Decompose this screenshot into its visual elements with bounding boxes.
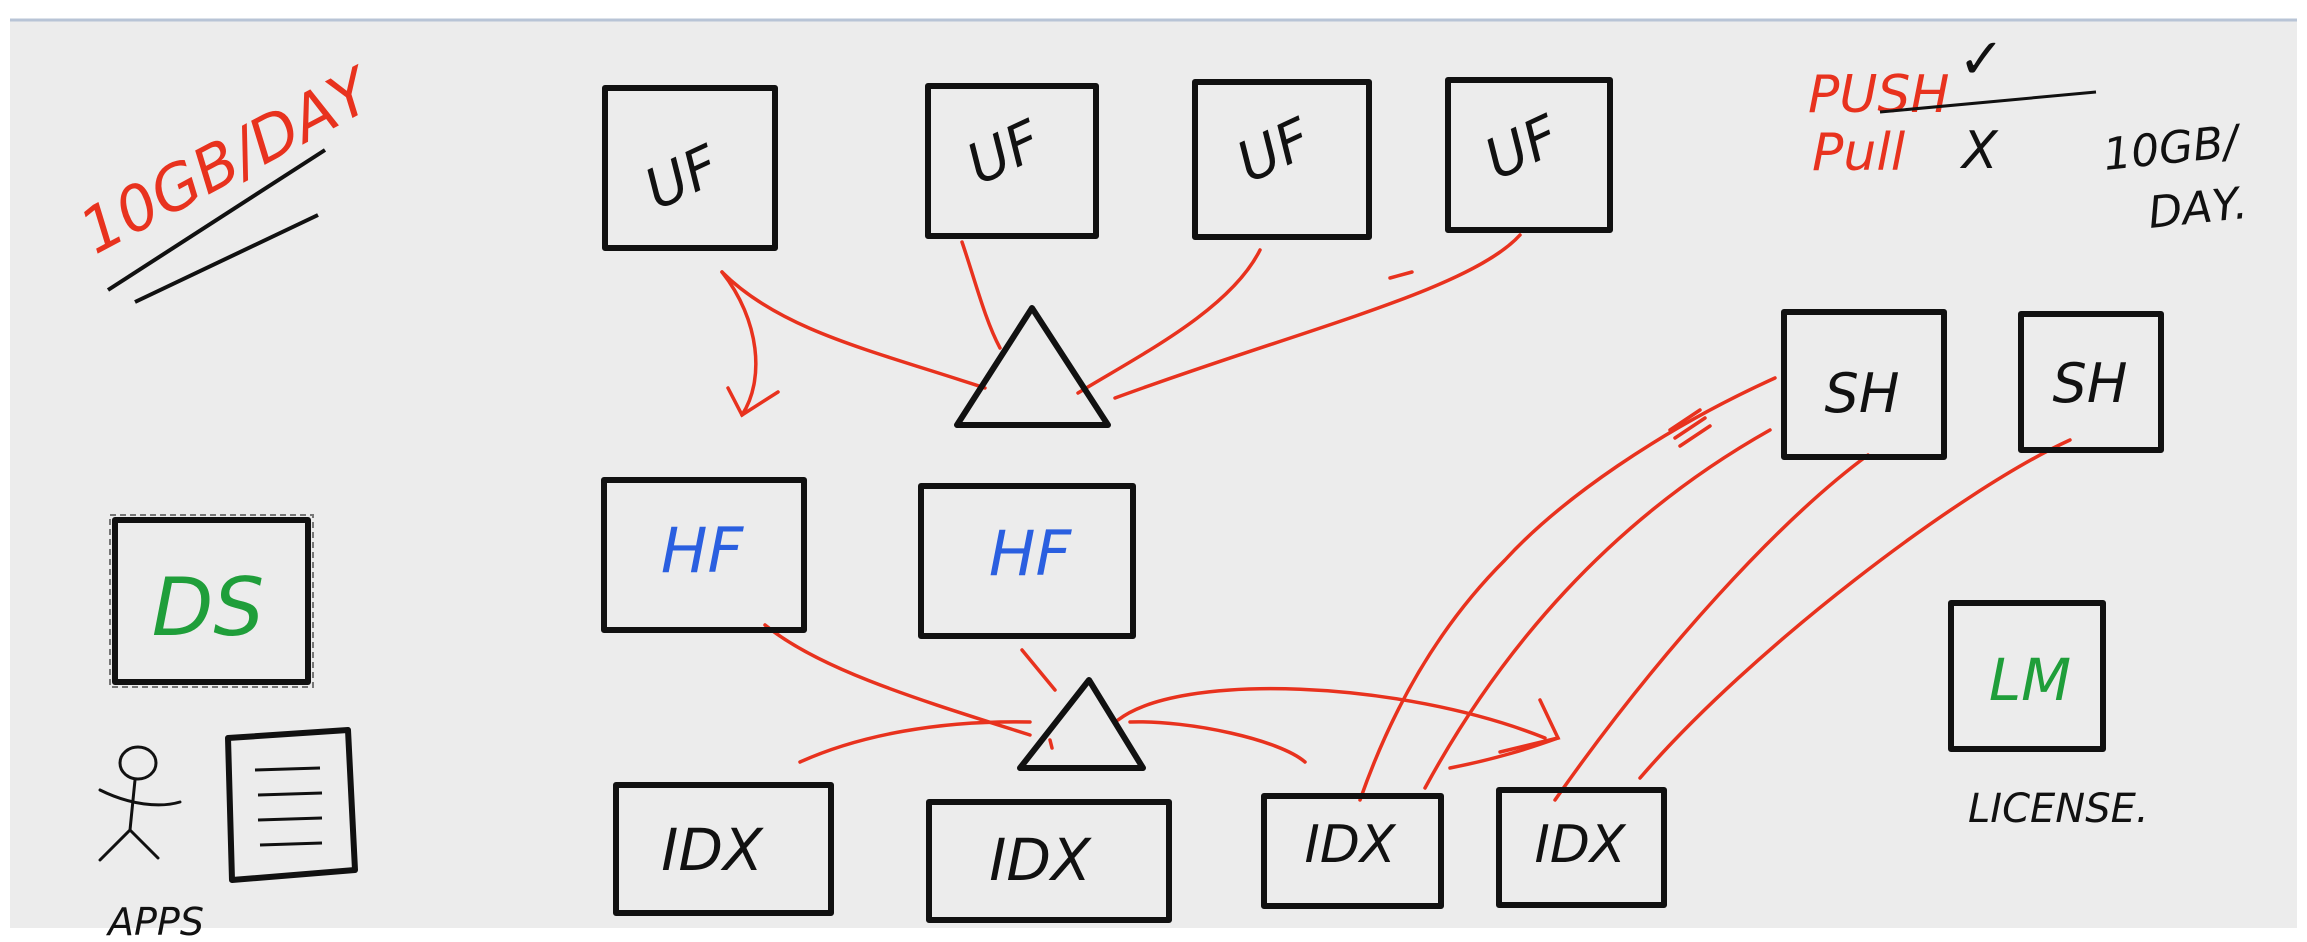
apps-document-lines (254, 766, 323, 847)
lb-to-idx1-line (798, 720, 1032, 764)
black-shapes (112, 77, 2164, 923)
sh2-to-idx4-line (1638, 438, 2072, 780)
hf-label-1: HF (661, 514, 745, 587)
push-label: PUSH (1808, 65, 1950, 125)
canvas-background (10, 20, 2297, 928)
sh1-to-idx4-line (1553, 453, 1870, 802)
user-stick-figure (98, 745, 182, 862)
hf-box-1 (601, 477, 807, 633)
uf-box-1 (602, 85, 778, 251)
uf-box-4 (1445, 77, 1613, 233)
volume-left-underline-2 (134, 213, 319, 304)
volume-left-underline-1 (106, 148, 327, 292)
apps-document (225, 727, 358, 883)
lb-to-idx3-line (1128, 720, 1307, 764)
sh-scribble (1668, 408, 1712, 448)
lb-stub (1048, 738, 1054, 750)
sh-box-2 (2018, 311, 2164, 453)
idx-label-3: IDX (1305, 815, 1397, 875)
idx-replication-line (1448, 736, 1560, 770)
stray-tick (1388, 270, 1414, 280)
sh1-to-idx3-line (1358, 376, 1777, 802)
license-label: LICENSE. (1968, 786, 2149, 832)
hf2-to-lb-line (1020, 648, 1057, 692)
uf-to-hf-arrowhead (726, 386, 780, 418)
hf-box-2 (918, 483, 1136, 639)
uf2-to-lb-line (960, 240, 1002, 350)
sh1-to-idx3-line-2 (1423, 428, 1772, 790)
idx-box-1 (613, 782, 834, 916)
idx-box-2 (926, 799, 1172, 923)
sh-label-2: SH (2053, 352, 2128, 415)
sh-box-1 (1781, 309, 1947, 460)
lm-label: LM (1989, 646, 2071, 714)
pull-cross: X (1959, 121, 1999, 181)
uf-to-hf-arrow-line (720, 270, 758, 417)
volume-right-line2: DAY. (2146, 178, 2250, 239)
lb-to-idx4-arrow-line (1116, 686, 1547, 740)
ds-box-frame (109, 514, 314, 688)
uf-box-3 (1192, 79, 1372, 240)
ds-box (112, 517, 311, 685)
push-check: ✓ (1958, 27, 2005, 92)
uf1-to-lb-line (720, 270, 987, 390)
lb-triangle-bottom (1017, 677, 1146, 771)
idx-label-4: IDX (1535, 815, 1627, 875)
hf-label-2: HF (989, 517, 1073, 590)
idx-box-3 (1261, 793, 1444, 909)
sh-label-1: SH (1825, 362, 1900, 425)
idx-box-4 (1496, 787, 1667, 908)
ds-label: DS (152, 561, 264, 654)
uf-box-2 (925, 83, 1099, 239)
idx-label-1: IDX (661, 816, 764, 884)
red-connectors (720, 233, 2072, 802)
apps-label: APPS (105, 900, 204, 942)
idx-label-2: IDX (989, 826, 1092, 894)
push-pull-annotation: PUSH ✓ Pull X 10GB/ DAY. (1808, 27, 2250, 239)
push-underline (1879, 90, 2097, 114)
lm-box (1948, 600, 2106, 752)
uf3-to-lb-line (1076, 248, 1262, 395)
lb-triangle-top (954, 305, 1111, 428)
pull-label: Pull (1812, 123, 1906, 183)
uf4-to-lb-line (1113, 233, 1522, 400)
